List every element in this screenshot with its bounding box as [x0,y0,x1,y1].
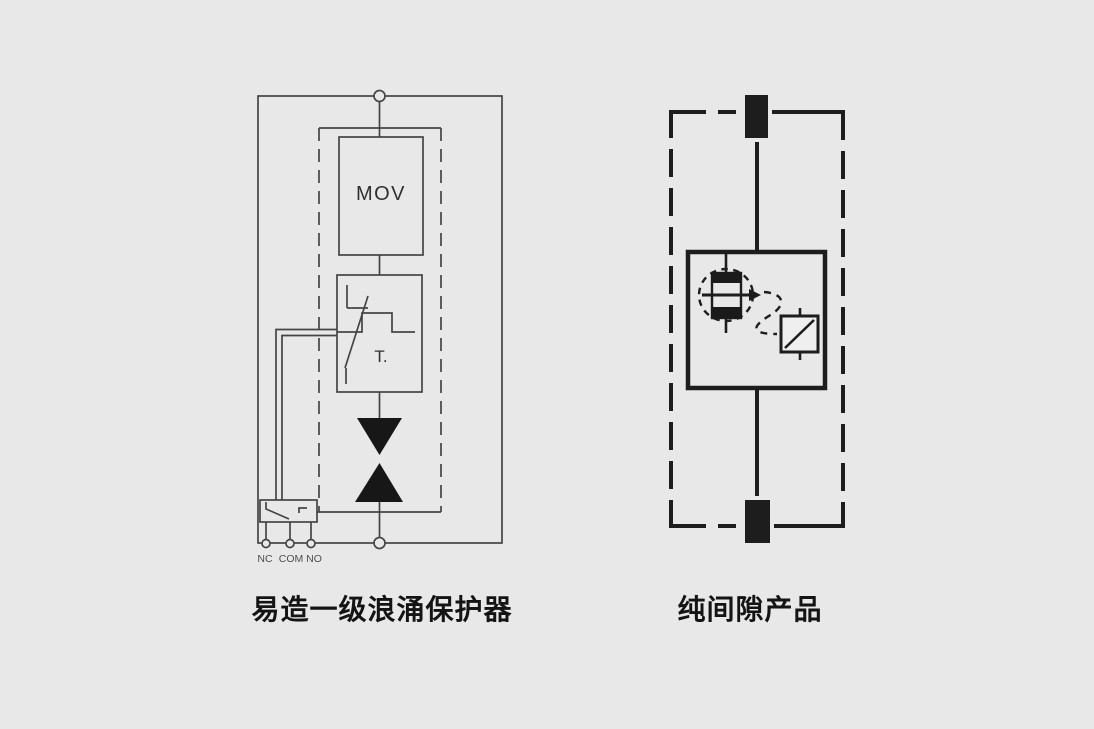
nc-terminal-label: NC [257,553,273,565]
thermal-disconnect-box [336,274,423,393]
no-terminal-label: NO [306,553,322,565]
no-terminal [306,538,316,549]
remote-contact-box [259,499,318,523]
changeover-contact-symbol [265,502,307,520]
trigger-device-symbol [777,308,822,360]
mov-label: MOV [356,183,406,205]
thermal-label: T. [374,347,387,366]
nc-terminal [261,538,271,549]
signal-wire-inner [281,334,337,500]
bottom-line-terminal [373,536,386,550]
com-terminal-label: COM [279,553,304,565]
left-diagram-caption: 易造一级浪涌保护器 [251,594,513,625]
top-line-terminal [373,89,386,103]
triggered-spark-gap-symbol [697,254,761,333]
right-diagram-caption: 纯间隙产品 [677,594,823,625]
mov-box [338,136,424,256]
signal-wire-outer [275,328,337,500]
bottom-terminal-block [741,496,774,547]
trigger-link-dashed-arrow [755,290,783,336]
dashed-enclosure [669,110,845,528]
spark-gap-symbol [355,418,403,502]
internal-unit-box [685,249,828,391]
top-terminal-block [741,91,772,142]
trigger-electrode-arrow [749,289,761,301]
thermal-switch-symbol [337,285,415,384]
com-terminal [285,538,295,549]
